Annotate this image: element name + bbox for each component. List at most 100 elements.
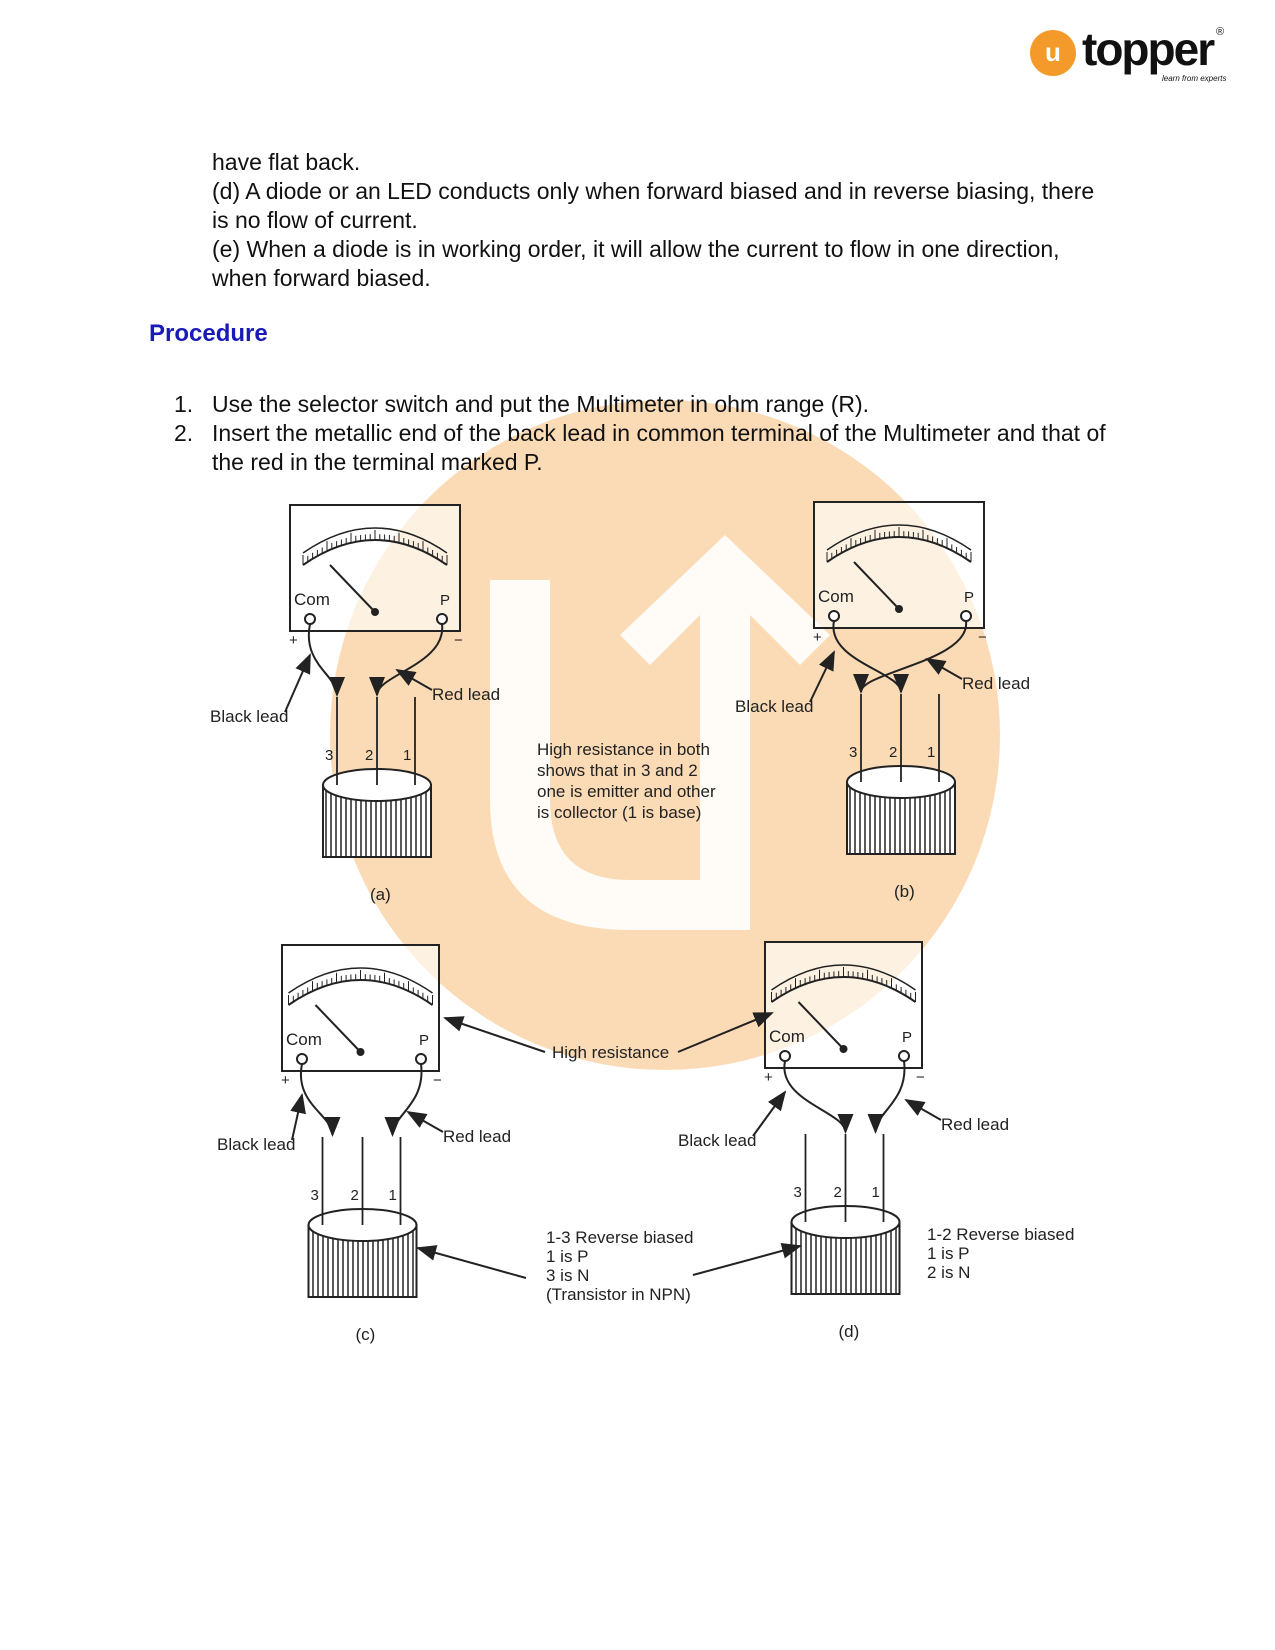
red-lead-pointer <box>904 1099 942 1121</box>
black-lead-label: Black lead <box>217 1135 295 1154</box>
note-c: 1-3 Reverse biased <box>546 1228 693 1247</box>
black-lead-wire <box>783 1060 854 1134</box>
plus-sign: + <box>764 1069 773 1086</box>
plus-sign: + <box>289 632 298 649</box>
meter-scale <box>826 536 972 563</box>
p-terminal <box>415 1053 427 1065</box>
note-c: (Transistor in NPN) <box>546 1285 691 1304</box>
pin-label: 3 <box>325 747 333 764</box>
pin-label: 1 <box>389 1187 397 1204</box>
high-resistance-label: High resistance <box>552 1043 669 1062</box>
note-d: 1-2 Reverse biased <box>927 1225 1074 1244</box>
note-ab: is collector (1 is base) <box>537 803 701 822</box>
black-lead-pointer <box>290 1093 306 1141</box>
logo-tagline: learn from experts <box>1162 74 1227 83</box>
red-lead-wire <box>369 623 444 697</box>
note-d: 2 is N <box>927 1263 970 1282</box>
plus-sign: + <box>281 1072 290 1089</box>
minus-sign: − <box>433 1072 442 1089</box>
logo-icon: u <box>1030 30 1076 76</box>
black-lead-pointer <box>752 1090 787 1137</box>
red-lead-wire <box>384 1063 423 1137</box>
procedure-steps: 1. Use the selector switch and put the Mu… <box>174 390 1114 477</box>
pin-label: 2 <box>834 1184 842 1201</box>
step-text: Insert the metallic end of the back lead… <box>212 420 1106 475</box>
com-terminal <box>304 613 316 625</box>
needle-pivot <box>356 1048 365 1056</box>
p-terminal <box>436 613 448 625</box>
watermark-u-arrow-icon <box>490 535 830 930</box>
p-label: P <box>440 592 450 609</box>
intro-line: (d) A diode or an LED conducts only when… <box>212 178 1095 233</box>
minus-sign: − <box>978 629 987 646</box>
red-lead-wire <box>867 1060 906 1134</box>
intro-line: have flat back. <box>212 149 361 175</box>
com-terminal <box>779 1050 791 1062</box>
plus-sign: + <box>813 629 822 646</box>
meter-scale-outer <box>826 524 972 551</box>
black-lead-wire <box>832 620 909 694</box>
meter-needle <box>853 561 900 610</box>
figure-caption: (b) <box>894 882 915 901</box>
step-text: Use the selector switch and put the Mult… <box>212 391 870 417</box>
step-number: 2. <box>174 420 194 446</box>
note-ab: one is emitter and other <box>537 782 716 801</box>
pin-label: 2 <box>351 1187 359 1204</box>
intro-text: have flat back. (d) A diode or an LED co… <box>212 148 1112 293</box>
step-number: 1. <box>174 391 194 417</box>
pin-label: 3 <box>794 1184 802 1201</box>
black-lead-wire <box>299 1063 341 1137</box>
minus-sign: − <box>454 632 463 649</box>
figure-caption: (a) <box>370 885 391 904</box>
meter-scale <box>302 539 448 566</box>
p-terminal <box>960 610 972 622</box>
com-label: Com <box>818 587 854 606</box>
procedure-step: 1. Use the selector switch and put the Mu… <box>174 390 1114 419</box>
red-lead-label: Red lead <box>962 674 1030 693</box>
logo-brand: topper <box>1082 23 1215 75</box>
pin-label: 3 <box>849 744 857 761</box>
meter-scale-outer <box>771 964 916 991</box>
red-lead-label: Red lead <box>432 685 500 704</box>
pin-label: 2 <box>889 744 897 761</box>
meter-scale <box>287 979 434 1006</box>
red-lead-pointer <box>925 658 963 680</box>
meter-needle <box>329 564 376 613</box>
figure-caption: (c) <box>356 1325 376 1344</box>
red-lead-pointer <box>406 1111 444 1133</box>
note-c: 3 is N <box>546 1266 589 1285</box>
procedure-heading: Procedure <box>149 320 268 347</box>
black-lead-label: Black lead <box>678 1131 756 1150</box>
pin-label: 1 <box>872 1184 880 1201</box>
pin-label: 2 <box>365 747 373 764</box>
com-label: Com <box>286 1030 322 1049</box>
com-label: Com <box>769 1027 805 1046</box>
note-ab: High resistance in both <box>537 740 710 759</box>
intro-line: (e) When a diode is in working order, it… <box>212 236 1060 291</box>
red-lead-wire <box>853 620 968 694</box>
note-c: 1 is P <box>546 1247 589 1266</box>
meter-needle <box>797 1001 845 1050</box>
p-label: P <box>902 1029 912 1046</box>
p-terminal <box>898 1050 910 1062</box>
meter-scale <box>770 976 917 1003</box>
pin-label: 1 <box>403 747 411 764</box>
needle-pivot <box>895 605 903 613</box>
topper-logo: u topper ® learn from experts <box>1030 23 1230 88</box>
red-lead-label: Red lead <box>443 1127 511 1146</box>
needle-pivot <box>371 608 379 616</box>
meter-scale-outer <box>288 967 433 994</box>
logo-registered: ® <box>1216 26 1225 38</box>
procedure-step: 2. Insert the metallic end of the back le… <box>174 419 1114 477</box>
figure-caption: (d) <box>839 1322 860 1341</box>
black-lead-label: Black lead <box>735 697 813 716</box>
black-lead-wire <box>307 623 345 697</box>
red-lead-pointer <box>395 669 433 691</box>
p-label: P <box>419 1032 429 1049</box>
meter-needle <box>314 1004 362 1053</box>
black-lead-pointer <box>284 653 311 713</box>
